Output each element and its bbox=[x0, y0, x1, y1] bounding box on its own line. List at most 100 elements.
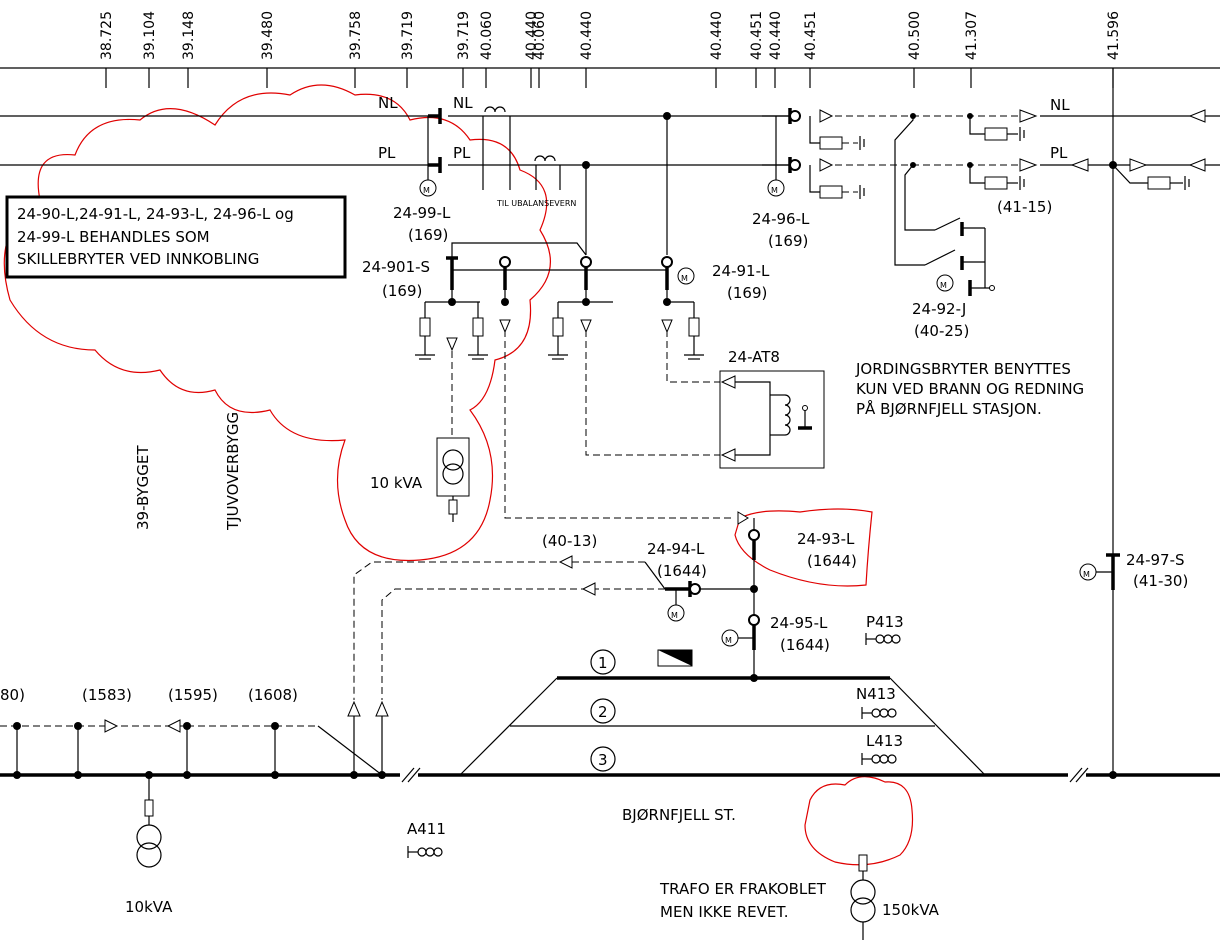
earthing-switch-24-92-J[interactable]: M 24-92-J (40-25) bbox=[894, 113, 995, 340]
switch-24-94-L-ref: (1644) bbox=[657, 562, 707, 580]
track-1-label: 1 bbox=[598, 654, 608, 672]
motor-symbol: M bbox=[681, 274, 688, 283]
switch-24-92-J-id: 24-92-J bbox=[912, 300, 966, 318]
ref-1595: (1595) bbox=[168, 686, 218, 704]
km-tick-label: 40.500 bbox=[907, 11, 923, 60]
km-tick-label: 41.596 bbox=[1106, 11, 1122, 60]
switch-24-93-L[interactable]: 24-93-L (1644) bbox=[748, 518, 857, 615]
pl-label-left: PL bbox=[378, 144, 396, 162]
building-tjuvoverbygg: TJUVOVERBYGG bbox=[224, 412, 242, 531]
signal-p413: P413 bbox=[865, 613, 904, 645]
overhead-lines: NL NL PL PL NL PL bbox=[0, 94, 1220, 172]
switch-24-96-L[interactable]: M 24-96-L (169) bbox=[752, 108, 865, 250]
signal-n413-label: N413 bbox=[856, 685, 896, 703]
at8-label: 24-AT8 bbox=[728, 348, 780, 366]
switch-24-901-S-id: 24-901-S bbox=[362, 258, 430, 276]
arresters-41-15: (41-15) bbox=[967, 113, 1190, 216]
switch-24-99-L-id: 24-99-L bbox=[393, 204, 451, 222]
trafo-10kva-mid-label: 10 kVA bbox=[370, 474, 423, 492]
jordings-line-2: KUN VED BRANN OG REDNING bbox=[856, 380, 1084, 398]
signal-a411: A411 bbox=[407, 820, 446, 858]
til-ubalansevern: TIL UBALANSEVERN bbox=[482, 106, 576, 208]
km-tick-label: 39.104 bbox=[142, 11, 158, 60]
arresters-mid bbox=[415, 301, 704, 360]
switch-24-97-S-id: 24-97-S bbox=[1126, 551, 1185, 569]
switch-24-97-S[interactable]: M 24-97-S (41-30) bbox=[1079, 68, 1188, 779]
ref-41-15: (41-15) bbox=[997, 198, 1052, 216]
station-tracks: 1 2 3 BJØRNFJELL ST. bbox=[0, 649, 1220, 824]
switch-24-91-L-id: 24-91-L bbox=[712, 262, 770, 280]
pl-label-right: PL bbox=[1050, 144, 1068, 162]
trafo-10kva-bottom-label: 10kVA bbox=[125, 898, 173, 916]
motor-symbol: M bbox=[725, 636, 732, 645]
ref-1583: (1583) bbox=[82, 686, 132, 704]
trafo-note-line-2: MEN IKKE REVET. bbox=[660, 903, 789, 921]
nl-label-right: NL bbox=[1050, 96, 1070, 114]
dashed-feeders bbox=[446, 319, 749, 525]
switch-24-91-L[interactable]: M 24-91-L (169) bbox=[661, 256, 770, 306]
switch-24-93-L-id: 24-93-L bbox=[797, 530, 855, 548]
motor-symbol: M bbox=[940, 281, 947, 290]
jordings-note: JORDINGSBRYTER BENYTTES KUN VED BRANN OG… bbox=[855, 360, 1084, 418]
trafo-150kva-label: 150kVA bbox=[882, 901, 940, 919]
trafo-10kva-mid: 10 kVA bbox=[370, 437, 470, 522]
station-name: BJØRNFJELL ST. bbox=[622, 806, 736, 824]
switch-505[interactable] bbox=[499, 256, 511, 306]
track-3-label: 3 bbox=[598, 751, 608, 769]
revision-cloud-2493 bbox=[734, 508, 873, 587]
til-ubalansevern-label: TIL UBALANSEVERN bbox=[496, 199, 576, 208]
signal-l413: L413 bbox=[861, 732, 903, 765]
motor-symbol: M bbox=[771, 186, 778, 195]
switch-586[interactable] bbox=[580, 256, 592, 306]
feeder-lines bbox=[451, 112, 671, 271]
switch-24-99-L-ref: (169) bbox=[408, 226, 448, 244]
nl-label-left: NL bbox=[378, 94, 398, 112]
km-tick-label: 41.307 bbox=[964, 11, 980, 60]
trafo-note-line-1: TRAFO ER FRAKOBLET bbox=[659, 880, 827, 898]
km-tick-label: 39.758 bbox=[348, 11, 364, 60]
km-tick-label: 40.440 bbox=[524, 11, 540, 60]
switch-24-91-L-ref: (169) bbox=[727, 284, 767, 302]
km-tick-label: 39.719 bbox=[456, 11, 472, 60]
switch-24-99-L[interactable]: M 24-99-L (169) bbox=[393, 108, 451, 244]
motor-symbol: M bbox=[671, 611, 678, 620]
nl-label-mid: NL bbox=[453, 94, 473, 112]
switch-24-97-S-ref: (41-30) bbox=[1133, 572, 1188, 590]
switch-24-901-S[interactable]: 24-901-S (169) bbox=[362, 256, 458, 306]
ref-1608: (1608) bbox=[248, 686, 298, 704]
km-tick-label: 38.725 bbox=[99, 11, 115, 60]
switch-24-95-L-ref: (1644) bbox=[780, 636, 830, 654]
signal-a411-label: A411 bbox=[407, 820, 446, 838]
signal-l413-label: L413 bbox=[866, 732, 903, 750]
left-feeder: 80) (1583) (1595) (1608) bbox=[0, 686, 386, 779]
trafo-150kva: 150kVA TRAFO ER FRAKOBLET MEN IKKE REVET… bbox=[659, 854, 940, 940]
note-line-3: SKILLEBRYTER VED INNKOBLING bbox=[17, 250, 259, 268]
switch-24-94-L-id: 24-94-L bbox=[647, 540, 705, 558]
switch-24-92-J-ref: (40-25) bbox=[914, 322, 969, 340]
km-tick-label: 40.440 bbox=[709, 11, 725, 60]
trafo-10kva-bottom: 10kVA bbox=[125, 775, 173, 916]
building-39-bygget: 39-BYGGET bbox=[134, 445, 152, 530]
km-tick-label: 40.060 bbox=[532, 11, 548, 60]
km-tick-label: 39.480 bbox=[260, 11, 276, 60]
auto-transformer-24-AT8: 24-AT8 bbox=[719, 348, 825, 469]
switch-24-96-L-id: 24-96-L bbox=[752, 210, 810, 228]
feeder-40-13: (40-13) bbox=[347, 532, 666, 775]
signal-n413: N413 bbox=[856, 685, 897, 719]
note-line-2: 24-99-L BEHANDLES SOM bbox=[17, 228, 210, 246]
track-2-label: 2 bbox=[598, 703, 608, 721]
note-line-1: 24-90-L,24-91-L, 24-93-L, 24-96-L og bbox=[17, 205, 294, 223]
ref-40-13: (40-13) bbox=[542, 532, 597, 550]
pl-label-mid: PL bbox=[453, 144, 471, 162]
revision-cloud-trafo bbox=[804, 776, 914, 866]
switch-24-94-L[interactable]: M 24-94-L (1644) bbox=[647, 540, 754, 622]
km-tick-label: 40.451 bbox=[749, 11, 765, 60]
jordings-line-3: PÅ BJØRNFJELL STASJON. bbox=[856, 399, 1042, 418]
km-tick-label: 40.451 bbox=[803, 11, 819, 60]
km-tick-label: 40.440 bbox=[579, 11, 595, 60]
jordings-line-1: JORDINGSBRYTER BENYTTES bbox=[855, 360, 1071, 378]
switch-24-95-L[interactable]: M 24-95-L (1644) bbox=[721, 614, 830, 678]
motor-symbol: M bbox=[1083, 570, 1090, 579]
